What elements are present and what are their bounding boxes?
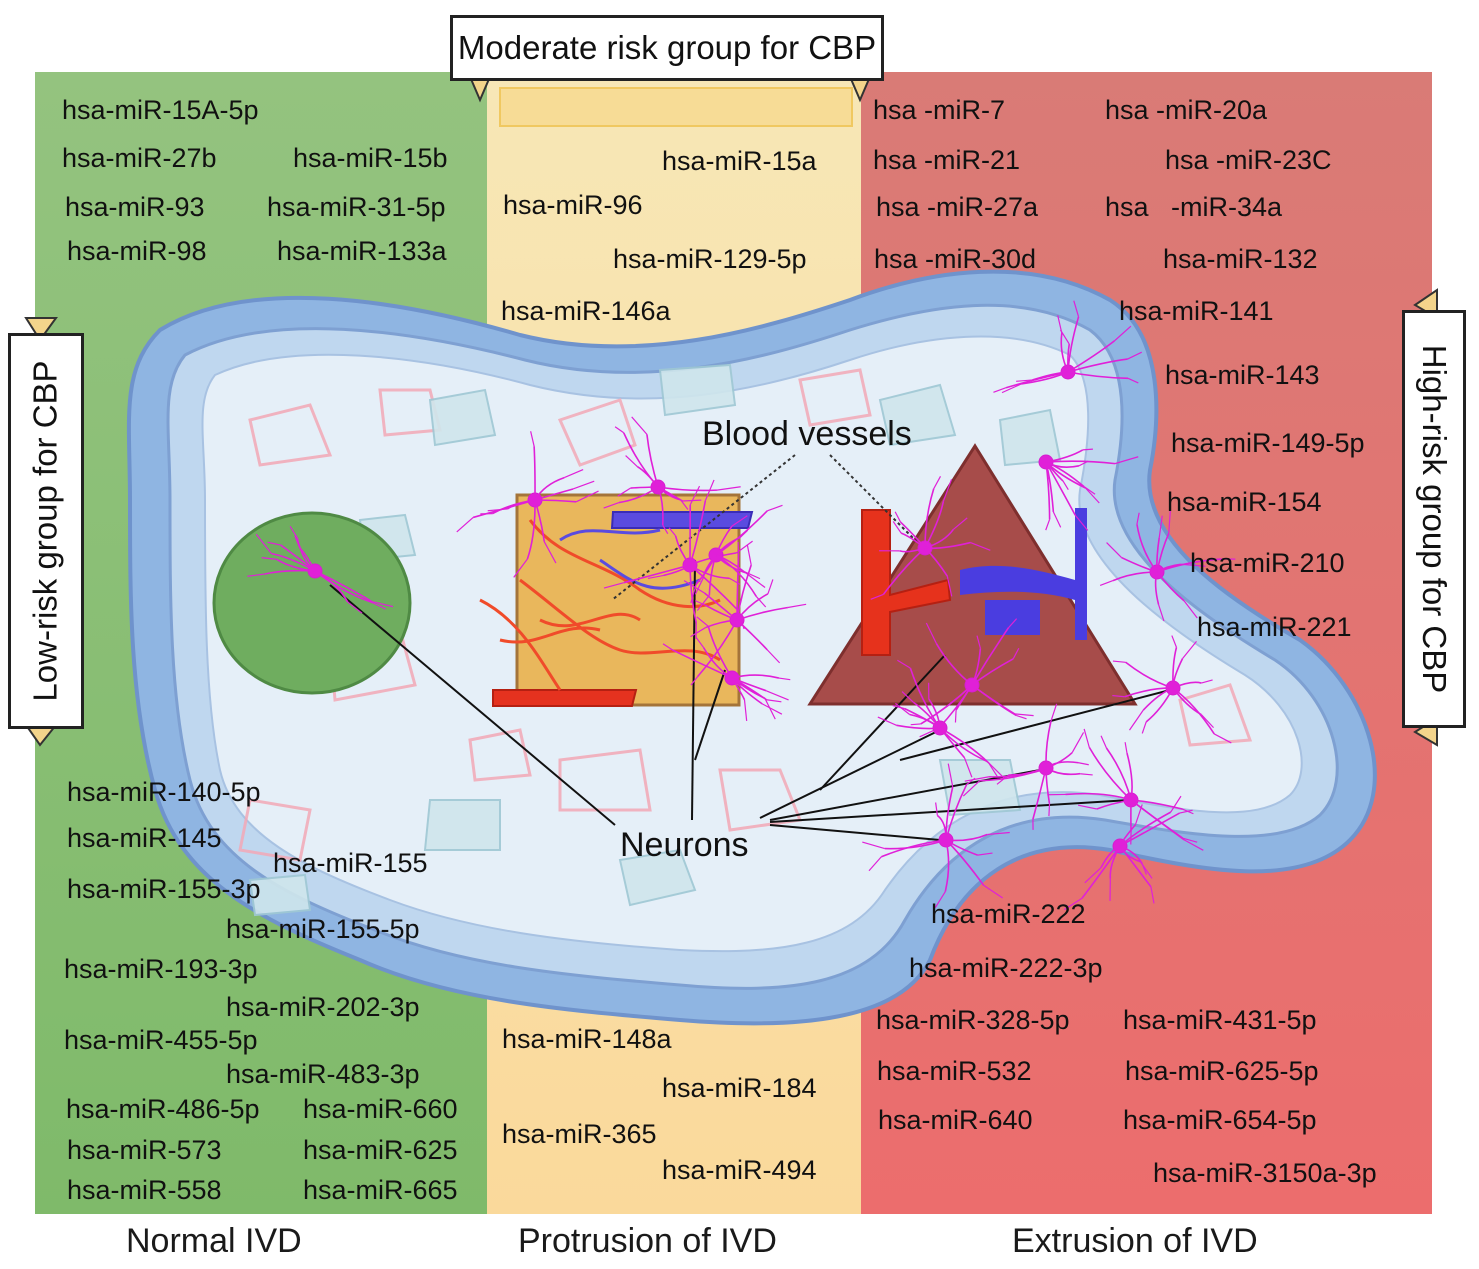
mirna-label: hsa -miR-7 bbox=[873, 95, 1006, 125]
mirna-label: hsa-miR-486-5p bbox=[66, 1094, 260, 1124]
mirna-label: hsa-miR-660 bbox=[303, 1094, 458, 1124]
neurons-label: Neurons bbox=[620, 826, 749, 864]
mirna-label: hsa-miR-365 bbox=[502, 1119, 657, 1149]
vessel-leaders bbox=[611, 454, 921, 601]
neuron bbox=[603, 416, 741, 534]
neuron bbox=[1038, 448, 1139, 531]
mirna-label: hsa-miR-149-5p bbox=[1171, 428, 1365, 458]
caption-protrusion: Protrusion of IVD bbox=[518, 1222, 777, 1260]
mirna-label: hsa-miR-202-3p bbox=[226, 992, 420, 1022]
neuron bbox=[683, 542, 807, 686]
mirna-label: hsa-miR-455-5p bbox=[64, 1025, 258, 1055]
low-risk-text: Low-risk group for CBP bbox=[27, 360, 64, 702]
fragments-blue bbox=[248, 363, 1062, 917]
caption-extrusion: Extrusion of IVD bbox=[1012, 1222, 1258, 1260]
mirna-label: hsa-miR-93 bbox=[65, 192, 205, 222]
neuron bbox=[1047, 728, 1204, 851]
mirna-label: hsa-miR-15b bbox=[293, 143, 448, 173]
mirna-label: hsa-miR-3150a-3p bbox=[1153, 1158, 1377, 1188]
neuron bbox=[870, 476, 991, 600]
mirna-label: hsa -miR-23C bbox=[1165, 145, 1332, 175]
neuron bbox=[1112, 635, 1232, 744]
neuron bbox=[690, 504, 783, 611]
mirna-label: hsa-miR-140-5p bbox=[67, 777, 261, 807]
mirna-label: hsa-miR-155-5p bbox=[226, 914, 420, 944]
mirna-label: hsa-miR-143 bbox=[1165, 360, 1320, 390]
neuron bbox=[662, 616, 791, 722]
neuron bbox=[877, 659, 1006, 780]
blood-vessels-label: Blood vessels bbox=[702, 415, 912, 453]
mirna-label: hsa-miR-154 bbox=[1167, 487, 1322, 517]
mirna-label: hsa-miR-155-3p bbox=[67, 874, 261, 904]
mirna-label: hsa-miR-328-5p bbox=[876, 1005, 1070, 1035]
mirna-label: hsa-miR-221 bbox=[1197, 612, 1352, 642]
protrusion-vessels bbox=[479, 519, 721, 691]
mirna-label: hsa-miR-573 bbox=[67, 1135, 222, 1165]
mirna-label: hsa-miR-132 bbox=[1163, 244, 1318, 274]
neuron bbox=[862, 763, 1010, 908]
mirna-label: hsa-miR-222 bbox=[931, 899, 1086, 929]
mirna-label: hsa-miR-640 bbox=[878, 1105, 1033, 1135]
mirna-label: hsa-miR-129-5p bbox=[613, 244, 807, 274]
nucleus-pulposus bbox=[201, 335, 1303, 953]
mirna-label: hsa-miR-532 bbox=[877, 1056, 1032, 1086]
mirna-label: hsa-miR-27b bbox=[62, 143, 217, 173]
neuron bbox=[962, 703, 1093, 830]
mirna-label: hsa-miR-31-5p bbox=[267, 192, 446, 222]
mirna-label: hsa-miR-654-5p bbox=[1123, 1105, 1317, 1135]
mirna-label: hsa -miR-20a bbox=[1105, 95, 1268, 125]
mirna-label: hsa-miR-665 bbox=[303, 1175, 458, 1205]
neuron bbox=[456, 431, 599, 578]
high-risk-text: High-risk group for CBP bbox=[1416, 344, 1454, 694]
mirna-label: hsa-miR-15A-5p bbox=[62, 95, 259, 125]
mirna-label: hsa-miR-15a bbox=[662, 146, 817, 176]
neuron bbox=[247, 526, 394, 614]
neuron bbox=[1063, 795, 1193, 911]
mirna-label: hsa-miR-483-3p bbox=[226, 1059, 420, 1089]
mirna-label: hsa-miR-210 bbox=[1190, 548, 1345, 578]
neuron bbox=[910, 618, 1034, 738]
mirna-label: hsa-miR-431-5p bbox=[1123, 1005, 1317, 1035]
mirna-label: hsa-miR-222-3p bbox=[909, 953, 1103, 983]
neuron bbox=[1099, 509, 1236, 622]
mirna-label: hsa-miR-146a bbox=[501, 296, 671, 326]
mirna-label: hsa-miR-155 bbox=[273, 848, 428, 878]
mirna-label: hsa-miR-558 bbox=[67, 1175, 222, 1205]
mirna-label: hsa-miR-98 bbox=[67, 236, 207, 266]
mirna-label: hsa-miR-145 bbox=[67, 823, 222, 853]
leader-lines bbox=[329, 559, 1171, 841]
mirna-label: hsa-miR-193-3p bbox=[64, 954, 258, 984]
mirna-label: hsa-miR-133a bbox=[277, 236, 447, 266]
mirna-label: hsa-miR-141 bbox=[1119, 296, 1274, 326]
moderate-risk-label: Moderate risk group for CBP bbox=[450, 15, 884, 81]
mirna-label: hsa-miR-184 bbox=[662, 1073, 817, 1103]
neuron bbox=[993, 300, 1143, 394]
mirna-label: hsa -miR-30d bbox=[874, 244, 1037, 274]
mirna-label: hsa-miR-625-5p bbox=[1125, 1056, 1319, 1086]
neurons bbox=[247, 300, 1236, 911]
mirna-label: hsa -miR-34a bbox=[1105, 192, 1283, 222]
mirna-label: hsa -miR-27a bbox=[876, 192, 1039, 222]
mirna-label: hsa -miR-21 bbox=[873, 145, 1021, 175]
moderate-risk-text: Moderate risk group for CBP bbox=[457, 29, 877, 66]
mirna-label: hsa-miR-625 bbox=[303, 1135, 458, 1165]
neuron bbox=[603, 479, 753, 639]
mirna-label: hsa-miR-494 bbox=[662, 1155, 817, 1185]
mirna-label: hsa-miR-148a bbox=[502, 1024, 672, 1054]
mirna-label: hsa-miR-96 bbox=[503, 190, 643, 220]
normal-nucleus bbox=[212, 511, 412, 695]
protrusion-square bbox=[515, 493, 741, 707]
high-risk-label: High-risk group for CBP bbox=[1402, 310, 1466, 728]
low-risk-label: Low-risk group for CBP bbox=[8, 333, 84, 729]
caption-normal: Normal IVD bbox=[126, 1222, 302, 1260]
